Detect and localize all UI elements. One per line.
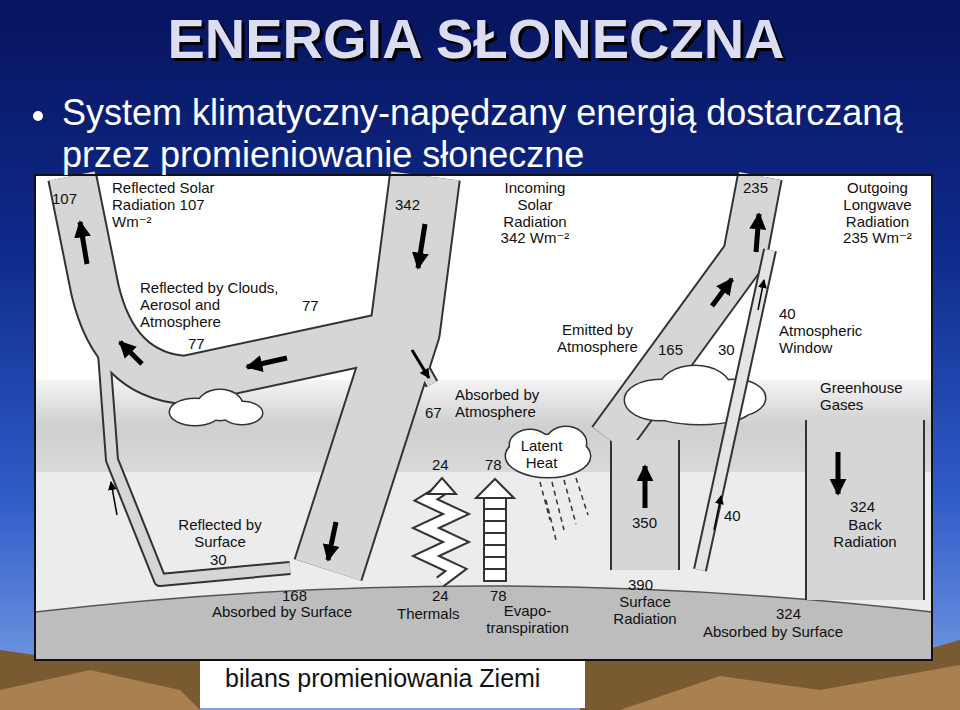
flux-arrows: [80, 214, 838, 560]
flux-label: Absorbed by Surface: [212, 604, 352, 621]
flux-value: 107: [52, 191, 77, 208]
caption-ground: [200, 660, 585, 708]
flux-value: 165: [658, 342, 683, 359]
atmospheric-window: [700, 250, 770, 570]
flux-value: 77: [188, 336, 205, 353]
flux-label: Reflected by Clouds, Aerosol and Atmosph…: [140, 280, 288, 330]
flux-value: 67: [425, 405, 442, 422]
flux-value: 30: [718, 342, 735, 359]
flux-label: Evapo-transpiration: [480, 603, 575, 637]
flux-value: 342: [395, 197, 420, 214]
flux-value: 24: [432, 588, 449, 605]
flux-label: Greenhouse Gases: [820, 380, 920, 414]
flux-label: Latent Heat: [514, 438, 569, 472]
flux-label: Reflected by Surface: [165, 517, 275, 551]
flux-label: Outgoing Longwave Radiation 235 Wm⁻²: [835, 180, 920, 247]
bullet-text: System klimatyczny-napędzany energią dos…: [62, 92, 932, 176]
flux-value: 40: [779, 306, 796, 323]
flux-label: Emitted by Atmosphere: [545, 322, 650, 356]
evapotranspiration-symbol: [476, 479, 514, 581]
slide-caption: bilans promieniowania Ziemi: [225, 664, 540, 692]
flux-label: Absorbed by Atmosphere: [455, 387, 565, 421]
thermals-symbol: [426, 478, 456, 582]
clouds: [170, 366, 765, 477]
flux-label: Surface Radiation: [605, 594, 685, 628]
flux-value: 235: [743, 180, 768, 197]
panel-border: [35, 175, 932, 660]
slide-title: ENERGIA SŁONECZNA: [0, 8, 956, 71]
flux-value: 40: [724, 508, 741, 525]
flux-label: Absorbed by Surface: [703, 624, 843, 641]
radiation-bands: [72, 176, 865, 600]
flux-value: 324: [850, 499, 875, 516]
diagram-panel: [35, 175, 932, 660]
flux-label: Incoming Solar Radiation 342 Wm⁻²: [495, 180, 575, 247]
flux-value: 324: [776, 606, 801, 623]
rain: [540, 478, 588, 540]
flux-value: 77: [302, 298, 319, 315]
flux-value: 390: [628, 577, 653, 594]
flux-value: 78: [485, 457, 502, 474]
bullet-dot: [33, 111, 43, 121]
flux-label: Thermals: [397, 606, 460, 623]
flux-label: Back Radiation: [820, 517, 910, 551]
flux-label: Reflected Solar Radiation 107 Wm⁻²: [112, 180, 222, 230]
flux-value: 168: [282, 588, 307, 605]
flux-label: Atmospheric Window: [779, 323, 879, 357]
flux-value: 24: [432, 457, 449, 474]
flux-value: 30: [210, 552, 227, 569]
flux-value: 350: [632, 515, 657, 532]
